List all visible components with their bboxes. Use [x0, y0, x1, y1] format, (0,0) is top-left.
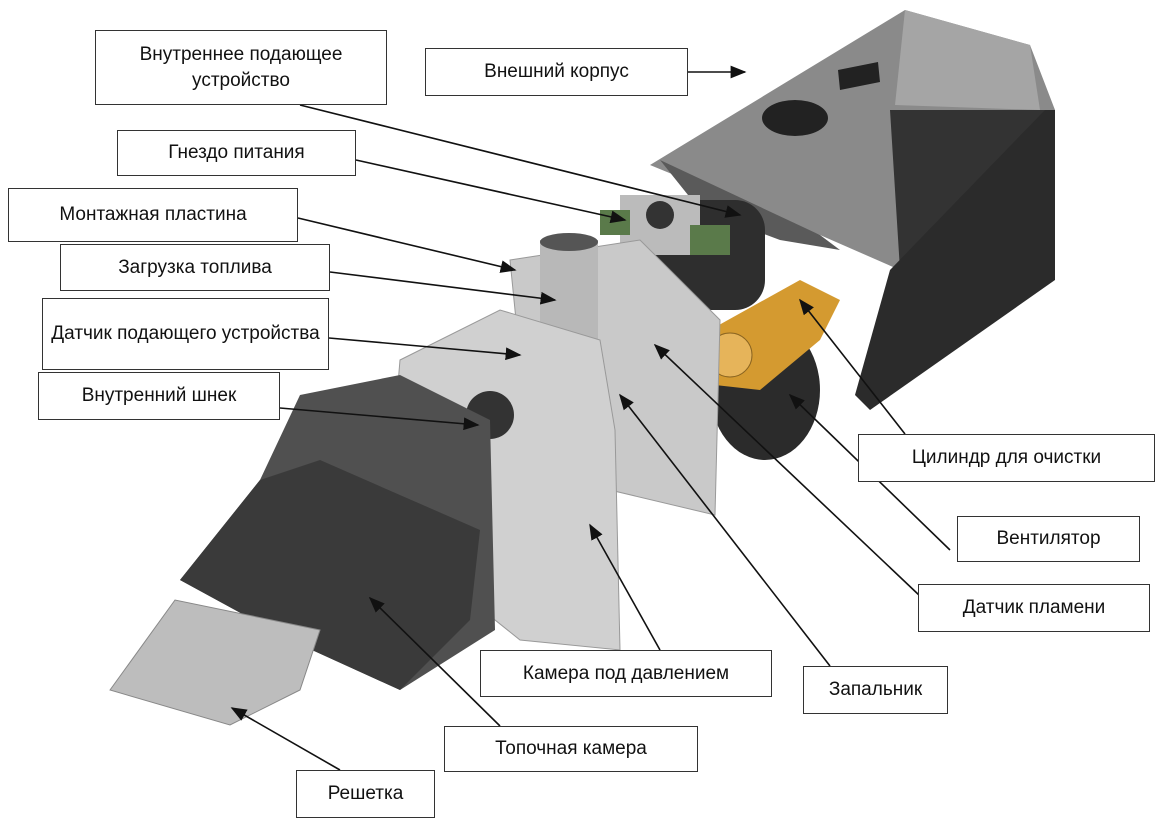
grate-part: [109, 599, 321, 726]
label-fan: Вентилятор: [957, 516, 1140, 562]
label-inner-auger: Внутренний шнек: [38, 372, 280, 420]
label-igniter: Запальник: [803, 666, 948, 714]
leader-lines: [230, 65, 951, 771]
label-outer-casing: Внешний корпус: [425, 48, 688, 96]
label-grate: Решетка: [296, 770, 435, 818]
label-cleaning-cylinder: Цилиндр для очистки: [858, 434, 1155, 482]
label-feeder-sensor: Датчик подающего устройства: [42, 298, 329, 370]
label-mounting-plate: Монтажная пластина: [8, 188, 298, 242]
label-combustion-chamber: Топочная камера: [444, 726, 698, 772]
label-pressure-chamber: Камера под давлением: [480, 650, 772, 697]
label-flame-sensor: Датчик пламени: [918, 584, 1150, 632]
label-power-socket: Гнездо питания: [117, 130, 356, 176]
label-inner-feeder: Внутреннее подающее устройство: [95, 30, 387, 105]
label-fuel-loading: Загрузка топлива: [60, 244, 330, 291]
